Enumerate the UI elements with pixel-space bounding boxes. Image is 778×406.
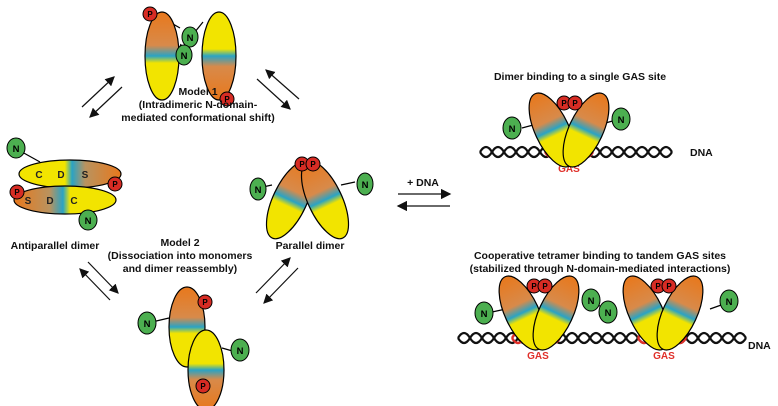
c-domain-label: C bbox=[35, 170, 42, 181]
n-domain bbox=[6, 137, 26, 159]
phospho-site bbox=[305, 156, 321, 172]
antiparallel-dimer: C D S S D C N N P P bbox=[6, 137, 123, 231]
model1-dimer: N N P P bbox=[142, 6, 237, 107]
model1-description-line1: (Intradimeric N-domain- bbox=[139, 99, 258, 111]
phospho-site bbox=[142, 6, 158, 22]
phospho-label: P bbox=[666, 282, 672, 291]
model2-title: Model 2 bbox=[160, 237, 199, 249]
n-domain-label: N bbox=[509, 124, 516, 135]
phospho-site bbox=[195, 378, 211, 394]
phospho-label: P bbox=[147, 10, 153, 19]
cooperative-binding-title: Cooperative tetramer binding to tandem G… bbox=[474, 250, 726, 262]
n-domain bbox=[356, 172, 374, 196]
n-domain bbox=[137, 311, 157, 335]
dna-bound-tetramer: N N N N P P P P bbox=[474, 275, 739, 351]
gas-site-label: GAS bbox=[558, 164, 580, 175]
n-domain bbox=[581, 288, 601, 312]
protein-monomer bbox=[656, 275, 704, 351]
protein-monomer bbox=[532, 275, 580, 351]
d-domain-label: D bbox=[57, 170, 64, 181]
n-domain bbox=[181, 26, 199, 48]
equilibrium-arrows-model1-right bbox=[256, 69, 300, 110]
n-domain-label: N bbox=[255, 185, 262, 196]
phospho-site bbox=[567, 95, 583, 111]
plus-dna-label: + DNA bbox=[407, 177, 439, 189]
model2-description-line2: and dimer reassembly) bbox=[123, 263, 237, 275]
phospho-label: P bbox=[531, 282, 537, 291]
model1-description-line2: mediated conformational shift) bbox=[121, 112, 274, 124]
phospho-site bbox=[197, 294, 213, 310]
n-domain-label: N bbox=[85, 216, 92, 227]
model1-title: Model 1 bbox=[178, 86, 217, 98]
protein-monomer bbox=[144, 11, 180, 101]
dna-bound-dimer: N N P P bbox=[502, 92, 631, 168]
phospho-site bbox=[661, 278, 677, 294]
dna-label: DNA bbox=[690, 147, 713, 159]
c-domain-label: C bbox=[70, 196, 77, 207]
protein-monomer bbox=[562, 92, 610, 168]
s-domain-label: S bbox=[82, 170, 89, 181]
d-domain-label: D bbox=[46, 196, 53, 207]
n-domain bbox=[598, 300, 618, 324]
protein-monomer bbox=[18, 159, 122, 189]
gas-site-label: GAS bbox=[653, 351, 675, 362]
n-domain-label: N bbox=[13, 144, 20, 155]
parallel-dimer: N N P P bbox=[249, 156, 374, 240]
phospho-label: P bbox=[310, 160, 316, 169]
dna-binding-equilibrium-arrows bbox=[396, 188, 452, 212]
cooperative-binding-subtitle: (stabilized through N-domain-mediated in… bbox=[470, 263, 731, 275]
dna-label: DNA bbox=[748, 340, 771, 352]
n-domain bbox=[719, 289, 739, 313]
model2-description-line1: (Dissociation into monomers bbox=[108, 250, 253, 262]
phospho-label: P bbox=[112, 180, 118, 189]
n-domain-label: N bbox=[588, 296, 595, 307]
phospho-label: P bbox=[572, 99, 578, 108]
phospho-label: P bbox=[200, 382, 206, 391]
s-domain-label: S bbox=[25, 196, 32, 207]
phospho-label: P bbox=[655, 282, 661, 291]
phospho-label: P bbox=[224, 95, 230, 104]
phospho-label: P bbox=[202, 298, 208, 307]
phospho-site bbox=[537, 278, 553, 294]
phospho-label: P bbox=[299, 160, 305, 169]
equilibrium-arrows-model1-left bbox=[81, 76, 123, 118]
n-domain-label: N bbox=[618, 115, 625, 126]
n-domain bbox=[249, 177, 267, 201]
n-domain-label: N bbox=[481, 309, 488, 320]
protein-monomer bbox=[201, 11, 237, 101]
protein-monomer bbox=[187, 329, 225, 406]
n-domain-label: N bbox=[605, 308, 612, 319]
dimer-binding-title: Dimer binding to a single GAS site bbox=[494, 71, 666, 83]
n-domain bbox=[78, 209, 98, 231]
phospho-site bbox=[219, 91, 235, 107]
n-domain-label: N bbox=[187, 33, 194, 44]
parallel-dimer-label: Parallel dimer bbox=[276, 240, 345, 252]
n-domain bbox=[611, 107, 631, 131]
phospho-label: P bbox=[542, 282, 548, 291]
equilibrium-arrows-model2-right bbox=[255, 257, 299, 304]
n-domain-label: N bbox=[144, 319, 151, 330]
antiparallel-dimer-label: Antiparallel dimer bbox=[11, 240, 100, 252]
n-domain-label: N bbox=[181, 51, 188, 62]
phospho-site bbox=[9, 184, 25, 200]
n-domain bbox=[230, 338, 250, 362]
equilibrium-arrows-model2-left bbox=[79, 261, 119, 301]
n-domain-label: N bbox=[237, 346, 244, 357]
n-domain bbox=[175, 44, 193, 66]
n-domain bbox=[502, 116, 522, 140]
phospho-site bbox=[107, 176, 123, 192]
dna-helix-tandem bbox=[457, 331, 747, 345]
gas-site-label: GAS bbox=[527, 351, 549, 362]
phospho-label: P bbox=[14, 188, 20, 197]
protein-monomer bbox=[13, 185, 117, 215]
n-domain-label: N bbox=[726, 297, 733, 308]
phospho-label: P bbox=[561, 99, 567, 108]
n-domain bbox=[474, 301, 494, 325]
n-domain-label: N bbox=[362, 180, 369, 191]
dissociated-monomers: N N P P bbox=[137, 286, 250, 406]
